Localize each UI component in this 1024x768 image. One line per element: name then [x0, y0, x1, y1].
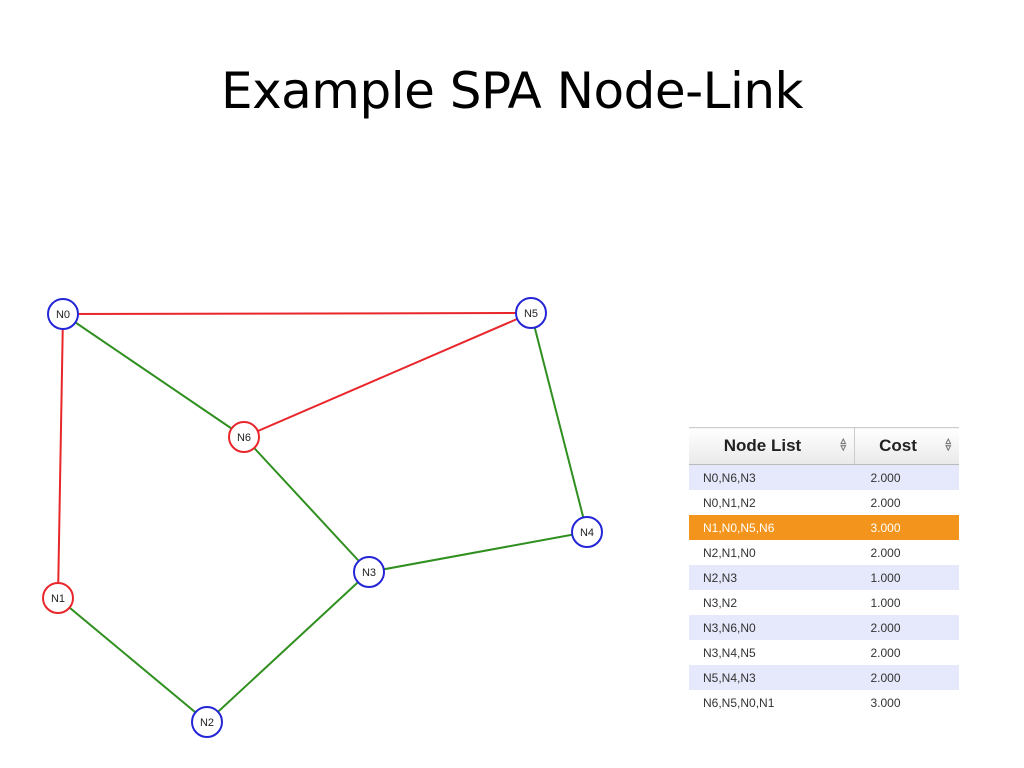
- cost-cell: 2.000: [854, 665, 959, 690]
- cost-cell: 3.000: [854, 515, 959, 540]
- cost-cell: 2.000: [854, 490, 959, 515]
- link-n0-n5: [62, 312, 532, 315]
- cost-header-label: Cost: [879, 436, 917, 455]
- node-label: N4: [580, 527, 594, 539]
- node-circle: [353, 556, 385, 588]
- node-n3[interactable]: N3: [353, 556, 385, 588]
- cost-cell: 2.000: [854, 464, 959, 490]
- node-list-cell: N1,N0,N5,N6: [689, 515, 855, 540]
- link-n1-n2: [57, 597, 208, 723]
- node-n5[interactable]: N5: [515, 297, 547, 329]
- node-list-cell: N0,N1,N2: [689, 490, 855, 515]
- node-label: N1: [51, 593, 65, 605]
- node-n4[interactable]: N4: [571, 516, 603, 548]
- node-label: N5: [524, 308, 538, 320]
- node-circle: [47, 298, 79, 330]
- node-n2[interactable]: N2: [191, 706, 223, 738]
- cost-header[interactable]: Cost ▵▿: [854, 427, 959, 465]
- node-list-header-label: Node List: [723, 436, 802, 455]
- node-label: N3: [362, 567, 376, 579]
- node-list-cell: N6,N5,N0,N1: [689, 690, 855, 715]
- link-n3-n2: [206, 571, 370, 723]
- cost-cell: 1.000: [854, 590, 959, 615]
- cost-cell: 2.000: [854, 640, 959, 665]
- node-circle: [515, 297, 547, 329]
- node-list-cell: N3,N6,N0: [689, 615, 855, 640]
- cost-cell: 3.000: [854, 690, 959, 715]
- link-n0-n6: [62, 313, 245, 438]
- table-header-row: Node List ▵▿ Cost ▵▿: [689, 427, 959, 465]
- node-n6[interactable]: N6: [228, 421, 260, 453]
- graph-links: [57, 312, 588, 723]
- cost-cell: 2.000: [854, 540, 959, 565]
- node-list-cell: N3,N2: [689, 590, 855, 615]
- node-list-cell: N5,N4,N3: [689, 665, 855, 690]
- link-n6-n3: [243, 436, 370, 573]
- node-label: N2: [200, 717, 214, 729]
- node-circle: [571, 516, 603, 548]
- sort-icon[interactable]: ▵▿: [945, 435, 951, 454]
- node-list-cell: N2,N3: [689, 565, 855, 590]
- link-n4-n3: [368, 531, 588, 573]
- slide-title: Example SPA Node-Link: [220, 62, 804, 120]
- node-label: N6: [237, 432, 251, 444]
- node-n1[interactable]: N1: [42, 582, 74, 614]
- node-circle: [191, 706, 223, 738]
- cost-cell: 2.000: [854, 615, 959, 640]
- sort-icon[interactable]: ▵▿: [840, 435, 846, 454]
- node-label: N0: [56, 309, 70, 321]
- cost-cell: 1.000: [854, 565, 959, 590]
- node-list-header[interactable]: Node List ▵▿: [689, 427, 855, 465]
- link-n5-n6: [243, 312, 532, 438]
- node-circle: [228, 421, 260, 453]
- link-n5-n4: [530, 312, 588, 533]
- node-list-cell: N3,N4,N5: [689, 640, 855, 665]
- link-n0-n1: [57, 313, 64, 599]
- node-list-cell: N0,N6,N3: [689, 464, 855, 490]
- node-list-cell: N2,N1,N0: [689, 540, 855, 565]
- node-n0[interactable]: N0: [47, 298, 79, 330]
- node-circle: [42, 582, 74, 614]
